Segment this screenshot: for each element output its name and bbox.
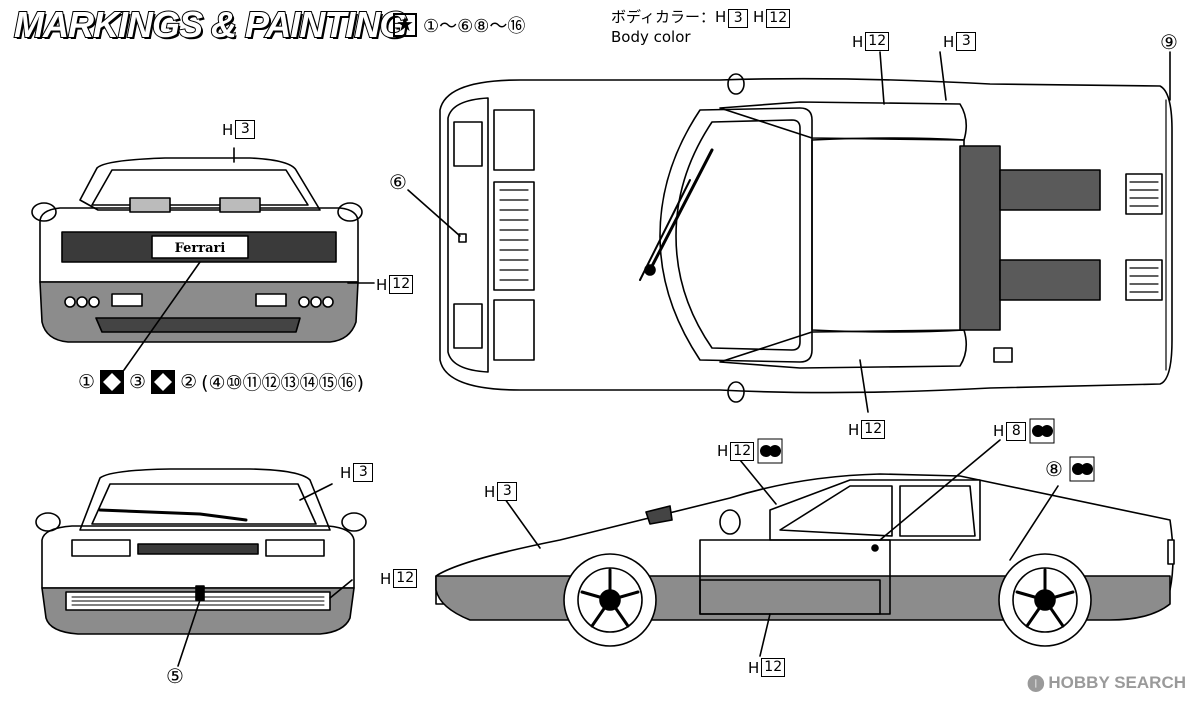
side-view-diagram <box>435 439 1175 657</box>
ferrari-script-emblem: Ferrari <box>175 241 226 256</box>
decal-number-five: ⑤ <box>166 664 184 688</box>
rear-view-diagram: Ferrari <box>31 147 375 371</box>
hobby-search-watermark: 🅘 HOBBY SEARCH <box>1027 670 1186 695</box>
decal-pair-icon <box>1069 456 1095 482</box>
hobby-search-logo-icon: 🅘 <box>1027 675 1045 694</box>
body-color-english: Body color <box>611 28 691 46</box>
decal-pair-icon <box>100 369 125 394</box>
legend-b: ③ <box>129 370 147 393</box>
decal-pair-icon <box>1029 418 1055 444</box>
front-view-diagram <box>35 468 367 667</box>
top-view-diagram <box>407 51 1173 413</box>
version-range: ①～⑥⑧～⑯ <box>423 16 526 37</box>
decal-number-six: ⑥ <box>389 170 407 194</box>
decal-pair-icon <box>757 438 783 464</box>
legend-a: ① <box>78 370 96 393</box>
decal-number-nine: ⑨ <box>1160 30 1178 54</box>
applicable-versions: ★ ①～⑥⑧～⑯ <box>393 12 525 38</box>
star-icon: ★ <box>393 12 417 37</box>
side-mirror-callout: ⑧ <box>1045 456 1095 482</box>
legend-rest: (④⑩⑪⑫⑬⑭⑮⑯) <box>201 372 365 394</box>
legend-c: ② <box>180 370 198 393</box>
rear-marking-legend: ① ③ ② (④⑩⑪⑫⑬⑭⑮⑯) <box>78 368 364 395</box>
decal-pair-icon <box>151 369 176 394</box>
page-title: MARKINGS & PAINTING <box>13 3 408 46</box>
